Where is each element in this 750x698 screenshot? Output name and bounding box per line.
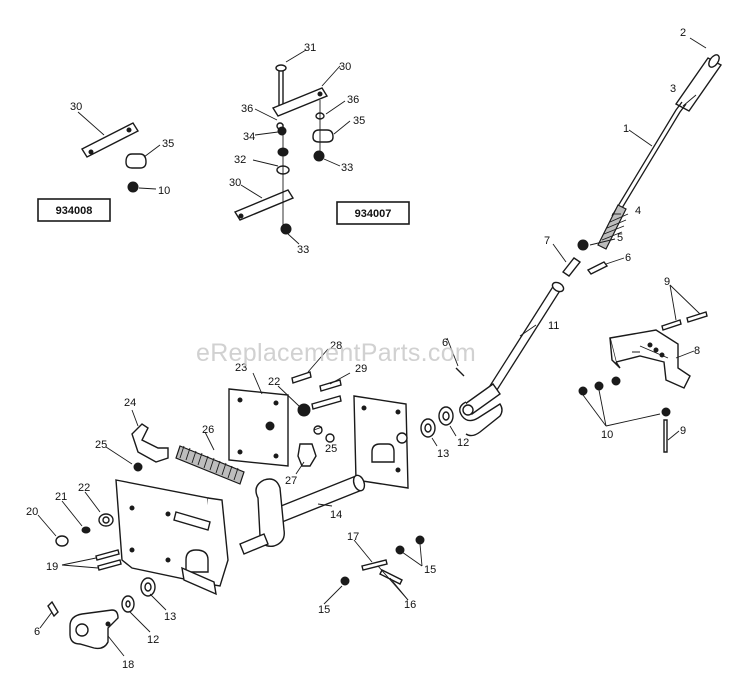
callout-13-b: 13 <box>164 611 176 623</box>
right-bracket-assembly <box>578 284 708 453</box>
callout-1: 1 <box>623 123 629 135</box>
callout-32: 32 <box>234 154 246 166</box>
callout-33: 33 <box>341 162 353 174</box>
callout-35-b: 35 <box>353 115 365 127</box>
callout-10-b: 10 <box>158 185 170 197</box>
kit-label-934007: 934007 <box>336 201 410 225</box>
shift-lever-11 <box>446 281 565 437</box>
callout-22-b: 22 <box>268 376 280 388</box>
callout-30: 30 <box>70 101 82 113</box>
kit-label-934008: 934008 <box>37 198 111 222</box>
kit-code-934007: 934007 <box>355 208 392 220</box>
mount-plate-shaft-assembly <box>239 395 457 555</box>
callout-10: 10 <box>601 429 613 441</box>
callout-20: 20 <box>26 506 38 518</box>
shift-rod-assembly <box>552 37 723 277</box>
callout-13: 13 <box>437 448 449 460</box>
callout-21: 21 <box>55 491 67 503</box>
callout-17: 17 <box>347 531 359 543</box>
pin-hardware-15-17 <box>323 535 425 605</box>
callout-6: 6 <box>625 252 631 264</box>
callout-6-b: 6 <box>442 337 448 349</box>
callout-24: 24 <box>124 397 136 409</box>
spring-plate-assembly <box>175 348 351 485</box>
callout-labels: 1 2 3 4 5 6 7 6 11 6 9 8 10 9 12 13 14 1… <box>26 27 700 671</box>
callout-15-b: 15 <box>318 604 330 616</box>
callout-5: 5 <box>617 232 623 244</box>
callout-2: 2 <box>680 27 686 39</box>
callout-23: 23 <box>235 362 247 374</box>
callout-6-c: 6 <box>34 626 40 638</box>
callout-14: 14 <box>330 509 342 521</box>
callout-35: 35 <box>162 138 174 150</box>
callout-26: 26 <box>202 424 214 436</box>
callout-34: 34 <box>243 131 255 143</box>
callout-15: 15 <box>424 564 436 576</box>
callout-8: 8 <box>694 345 700 357</box>
callout-27: 27 <box>285 475 297 487</box>
callout-19: 19 <box>46 561 58 573</box>
callout-29: 29 <box>355 363 367 375</box>
callout-33-b: 33 <box>297 244 309 256</box>
callout-30-c: 30 <box>229 177 241 189</box>
left-plate-assembly <box>37 409 229 657</box>
callout-18: 18 <box>122 659 134 671</box>
callout-4: 4 <box>635 205 641 217</box>
callout-9-b: 9 <box>680 425 686 437</box>
callout-36: 36 <box>241 103 253 115</box>
callout-30-b: 30 <box>339 61 351 73</box>
callout-16: 16 <box>404 599 416 611</box>
callout-36-b: 36 <box>347 94 359 106</box>
callout-7: 7 <box>544 235 550 247</box>
callout-12: 12 <box>457 437 469 449</box>
callout-28: 28 <box>330 340 342 352</box>
callout-3: 3 <box>670 83 676 95</box>
kit-934007-assembly <box>233 49 351 245</box>
watermark: eReplacementParts.com <box>196 339 476 367</box>
kit-code-934008: 934008 <box>56 205 93 217</box>
callout-11: 11 <box>548 320 559 332</box>
kit-934008-assembly <box>77 111 161 193</box>
callout-25-b: 25 <box>325 443 337 455</box>
callout-25: 25 <box>95 439 107 451</box>
callout-12-b: 12 <box>147 634 159 646</box>
callout-31: 31 <box>304 42 316 54</box>
callout-9: 9 <box>664 276 670 288</box>
callout-22: 22 <box>78 482 90 494</box>
